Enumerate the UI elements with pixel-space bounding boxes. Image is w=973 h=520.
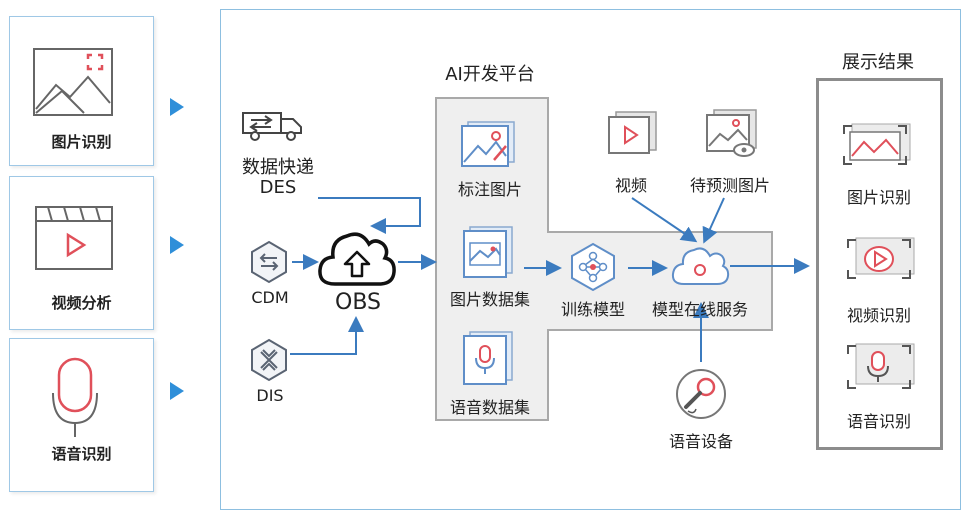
- image-recognition-icon: [33, 48, 113, 116]
- image-dataset-text: 图片数据集: [449, 290, 530, 309]
- source-card-video: 视频分析: [9, 176, 154, 330]
- microphone-icon: [52, 357, 98, 437]
- platform-title: AI开发平台: [445, 64, 535, 85]
- online-service-text: 模型在线服务: [651, 300, 748, 319]
- source-arrow-image: [170, 98, 184, 116]
- truck-icon: [242, 112, 302, 141]
- source-label-video: 视频分析: [51, 294, 112, 312]
- result-voice-text: 语音识别: [846, 412, 911, 431]
- des-label-line2: DES: [259, 177, 297, 198]
- source-card-image: 图片识别: [9, 16, 154, 166]
- obs-label: OBS: [335, 290, 381, 315]
- video-input-text: 视频: [614, 176, 647, 195]
- obs-cloud-icon: [318, 232, 396, 286]
- label-images-icon: [461, 121, 515, 167]
- result-video-icon: [847, 237, 915, 279]
- predict-images-icon: [706, 109, 757, 157]
- main-frame: [220, 9, 961, 510]
- result-video-text: 视频识别: [846, 306, 911, 325]
- dis-label: DIS: [256, 386, 284, 405]
- label-images-text: 标注图片: [457, 180, 522, 199]
- source-label-voice: 语音识别: [51, 445, 112, 463]
- voice-device-icon: [676, 369, 726, 419]
- source-arrow-voice: [170, 382, 184, 400]
- result-image-text: 图片识别: [846, 188, 911, 207]
- video-clapper-icon: [35, 206, 113, 270]
- online-service-cloud-icon: [671, 247, 730, 285]
- source-label-image: 图片识别: [51, 133, 112, 151]
- predict-images-text: 待预测图片: [689, 176, 770, 195]
- train-model-icon: [571, 242, 615, 292]
- source-card-voice: 语音识别: [9, 338, 154, 492]
- video-input-icon: [608, 111, 657, 154]
- voice-device-text: 语音设备: [668, 432, 733, 451]
- results-title: 展示结果: [842, 52, 914, 73]
- result-voice-icon: [847, 343, 915, 389]
- source-arrow-video: [170, 236, 184, 254]
- des-label-line1: 数据快递: [242, 157, 314, 178]
- cdm-label: CDM: [251, 288, 289, 307]
- voice-dataset-icon: [463, 331, 513, 385]
- dis-icon: [251, 338, 287, 382]
- voice-dataset-text: 语音数据集: [449, 398, 530, 417]
- image-dataset-icon: [463, 226, 513, 278]
- cdm-icon: [251, 240, 287, 284]
- train-model-text: 训练模型: [560, 300, 625, 319]
- result-image-icon: [843, 123, 911, 165]
